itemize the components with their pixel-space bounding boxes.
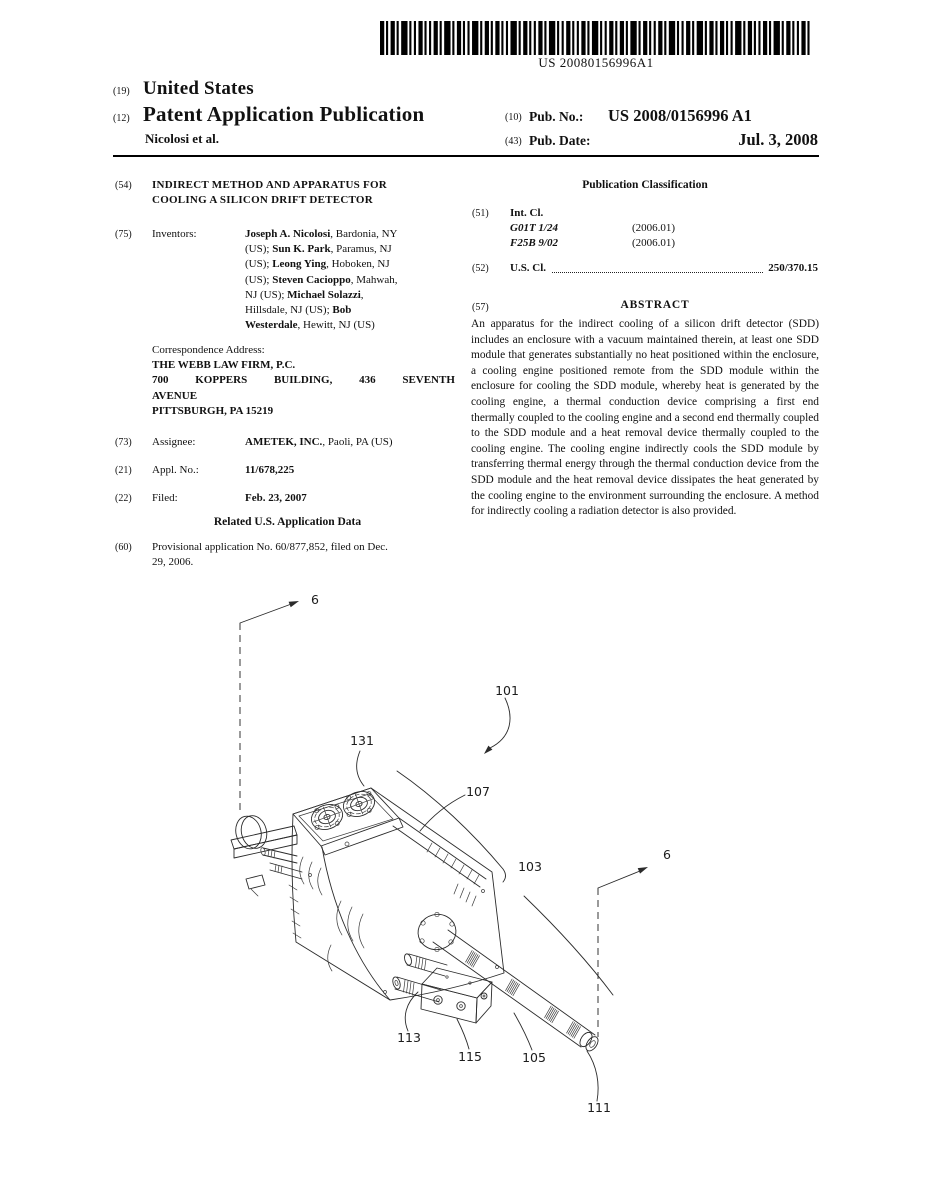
- section-line-6-right: [597, 867, 648, 1037]
- leader-dots: [552, 272, 764, 274]
- leader-lines: [356, 697, 614, 1102]
- figure-ref-101: 101: [495, 683, 519, 698]
- ref-code-12: (12): [113, 113, 130, 124]
- figure-ref-105: 105: [522, 1050, 546, 1065]
- appl-no-label: Appl. No.:: [152, 464, 199, 476]
- inventors-list: Joseph A. Nicolosi, Bardonia, NY(US); Su…: [245, 228, 398, 332]
- ref-code-73: (73): [115, 437, 132, 448]
- patent-drawing: 6 101 131 107 103 6 113 115 105 111: [230, 592, 671, 1115]
- figure-ref-103: 103: [518, 859, 542, 874]
- us-cl-value: 250/370.15: [768, 262, 818, 274]
- ref-code-54: (54): [115, 180, 132, 191]
- appl-no-value: 11/678,225: [245, 464, 295, 476]
- barcode-number: US 20080156996A1: [538, 55, 654, 70]
- int-cl-version-1: (2006.01): [632, 222, 676, 234]
- related-data-heading: Related U.S. Application Data: [213, 516, 362, 528]
- us-cl-row: U.S. Cl. 250/370.15: [510, 261, 818, 276]
- ref-code-22: (22): [115, 493, 132, 504]
- filed-value: Feb. 23, 2007: [245, 492, 307, 504]
- pub-no-label: Pub. No.:: [529, 109, 584, 124]
- figure-ref-113: 113: [397, 1030, 421, 1045]
- detector-end-cap: [579, 1031, 599, 1052]
- cooling-engine-housing: [288, 787, 505, 1001]
- int-cl-version-2: (2006.01): [632, 237, 676, 249]
- ref-code-21: (21): [115, 465, 132, 476]
- figure-ref-6: 6: [311, 592, 319, 607]
- ref-code-75: (75): [115, 229, 132, 240]
- publication-classification-heading: Publication Classification: [582, 179, 708, 191]
- ref-code-43: (43): [505, 136, 522, 147]
- int-cl-class-2: F25B 9/02: [510, 237, 558, 249]
- pub-date-label: Pub. Date:: [529, 133, 591, 148]
- figure-ref-111: 111: [587, 1100, 611, 1115]
- pub-date-value: Jul. 3, 2008: [738, 130, 818, 149]
- country-name: United States: [143, 78, 254, 99]
- ref-code-19: (19): [113, 86, 130, 97]
- figure-ref-6: 6: [663, 847, 671, 862]
- bolt-flange: [417, 911, 457, 953]
- ref-code-10: (10): [505, 112, 522, 123]
- ref-code-57: (57): [472, 302, 489, 313]
- filed-label: Filed:: [152, 492, 178, 504]
- assignee-label: Assignee:: [152, 436, 196, 448]
- figure-reference-numerals: 6 101 131 107 103 6 113 115 105 111: [311, 592, 671, 1115]
- ref-code-51: (51): [472, 208, 489, 219]
- ref-code-60: (60): [115, 542, 132, 553]
- figure-ref-107: 107: [466, 784, 490, 799]
- section-line-6-left: [239, 601, 299, 811]
- int-cl-class-1: G01T 1/24: [510, 222, 558, 234]
- int-cl-label: Int. Cl.: [510, 207, 544, 219]
- pub-no-value: US 2008/0156996 A1: [608, 106, 752, 125]
- first-inventor-byline: Nicolosi et al.: [145, 131, 220, 146]
- fan-grille-left: [307, 799, 347, 835]
- hose-fittings: [392, 953, 448, 1003]
- provisional-application-text: Provisional application No. 60/877,852, …: [152, 541, 388, 569]
- correspondence-address: Correspondence Address:THE WEBB LAW FIRM…: [152, 344, 455, 417]
- inventors-label: Inventors:: [152, 228, 197, 240]
- header-divider: [113, 155, 819, 157]
- mounting-bracket: [230, 815, 303, 897]
- cold-finger-tube: [432, 929, 596, 1048]
- abstract-text: An apparatus for the indirect cooling of…: [471, 318, 819, 518]
- barcode-icon: [380, 21, 810, 55]
- abstract-heading: ABSTRACT: [620, 299, 690, 311]
- assignee-value: AMETEK, INC., Paoli, PA (US): [245, 436, 393, 448]
- figure-ref-131: 131: [350, 733, 374, 748]
- figure-ref-115: 115: [458, 1049, 482, 1064]
- us-cl-label: U.S. Cl.: [510, 262, 547, 274]
- barcode-block: US 20080156996A1: [380, 21, 812, 71]
- ref-code-52: (52): [472, 263, 489, 274]
- page-title: Patent Application Publication: [143, 102, 425, 126]
